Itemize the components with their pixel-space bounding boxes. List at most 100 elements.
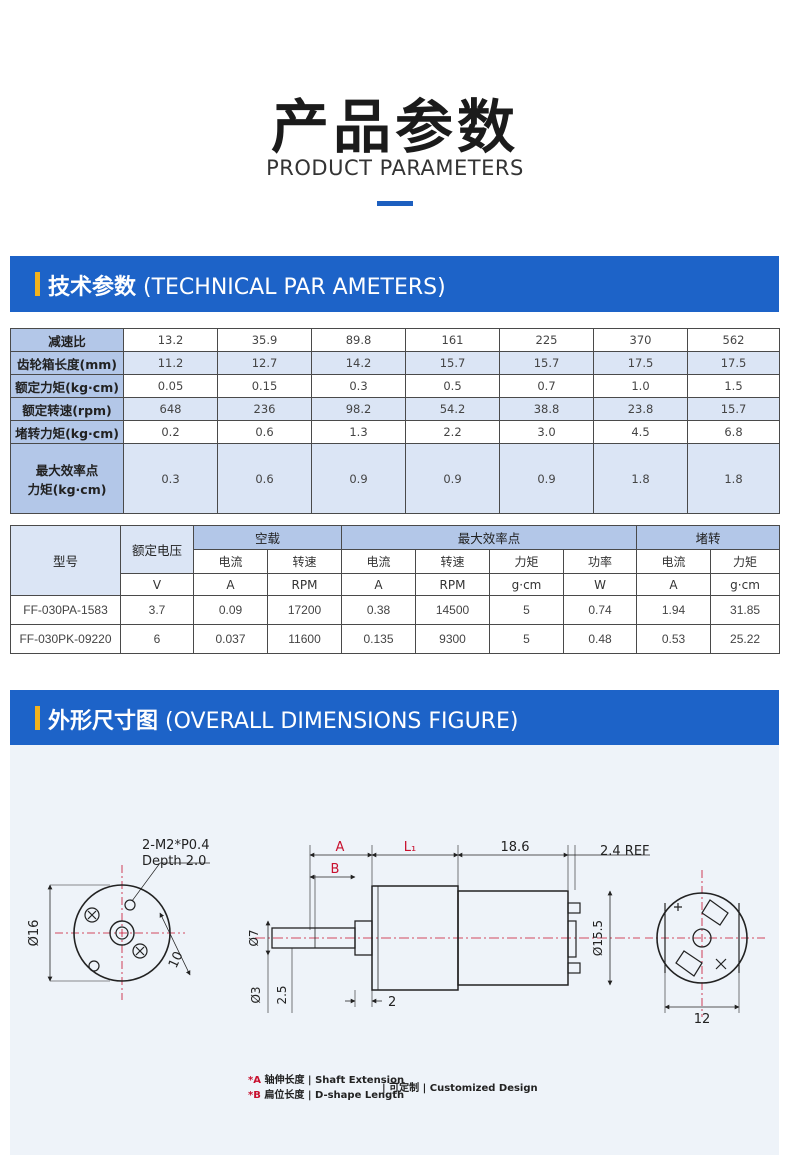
sub-header: 功率 bbox=[563, 549, 638, 574]
legend-b-mark: *B bbox=[248, 1090, 261, 1101]
table-cell: 3.0 bbox=[499, 420, 594, 444]
unit-cell: RPM bbox=[266, 573, 343, 596]
dim-2-4-ref: 2.4 REF bbox=[600, 844, 650, 859]
dim-2: 2 bbox=[388, 995, 396, 1010]
thread-note: 2-M2*P0.4 bbox=[142, 838, 209, 853]
rear-view: 12 bbox=[645, 870, 765, 1027]
dim-dia15-5: Ø15.5 bbox=[591, 920, 605, 956]
dim-2-5: 2.5 bbox=[275, 985, 289, 1004]
legend-a-text: 轴伸长度 | Shaft Extension bbox=[261, 1073, 404, 1086]
page-title: 产品参数 bbox=[270, 93, 519, 161]
table-cell: 11.2 bbox=[123, 351, 218, 375]
table-cell: 17.5 bbox=[687, 351, 780, 375]
table-cell: 0.15 bbox=[217, 374, 312, 398]
table-cell: 89.8 bbox=[311, 328, 406, 352]
table-cell: 0.5 bbox=[405, 374, 500, 398]
dim-dia3: Ø3 bbox=[249, 986, 263, 1003]
unit-cell: V bbox=[120, 573, 194, 596]
table-cell: 13.2 bbox=[123, 328, 218, 352]
sub-header: 力矩 bbox=[710, 549, 781, 574]
dim-a: A bbox=[336, 840, 345, 855]
table-cell: 225 bbox=[499, 328, 594, 352]
table-cell: 1.3 bbox=[311, 420, 406, 444]
title-underline bbox=[377, 201, 413, 206]
table-cell: 0.3 bbox=[311, 374, 406, 398]
table-cell: 15.7 bbox=[499, 351, 594, 375]
header-no-load: 空载 bbox=[192, 525, 343, 550]
table-cell: 12.7 bbox=[217, 351, 312, 375]
dim-ten: 10 bbox=[166, 949, 187, 970]
table-cell: 0.9 bbox=[405, 443, 500, 514]
header-stall: 堵转 bbox=[636, 525, 781, 550]
table-cell: 11600 bbox=[266, 624, 343, 654]
section-title-en: (TECHNICAL PAR AMETERS) bbox=[136, 275, 446, 300]
table-cell: 562 bbox=[687, 328, 780, 352]
sub-header: 电流 bbox=[193, 549, 268, 574]
legend-a-mark: *A bbox=[248, 1075, 261, 1086]
unit-cell: g·cm bbox=[710, 573, 781, 596]
table-cell: 23.8 bbox=[593, 397, 688, 421]
table-cell: 0.38 bbox=[341, 595, 417, 625]
legend-custom: | 可定制 | Customized Design bbox=[382, 1081, 538, 1094]
model-cell: FF-030PA-1583 bbox=[10, 595, 121, 625]
section-marker bbox=[35, 706, 40, 730]
header-max-eff: 最大效率点 bbox=[341, 525, 638, 550]
table-cell: 17.5 bbox=[593, 351, 688, 375]
unit-cell: A bbox=[193, 573, 268, 596]
row-label: 齿轮箱长度(mm) bbox=[10, 351, 124, 375]
table-cell: 14.2 bbox=[311, 351, 406, 375]
table-cell: 0.135 bbox=[341, 624, 417, 654]
table-cell: 1.8 bbox=[687, 443, 780, 514]
table-cell: 38.8 bbox=[499, 397, 594, 421]
table-cell: 0.53 bbox=[636, 624, 712, 654]
table-cell: 1.0 bbox=[593, 374, 688, 398]
table-cell: 54.2 bbox=[405, 397, 500, 421]
sub-header: 电流 bbox=[636, 549, 712, 574]
row-label-line: 最大效率点 bbox=[35, 462, 99, 478]
header-model: 型号 bbox=[10, 525, 121, 596]
shaft bbox=[271, 927, 356, 949]
front-view: Ø16 10 2-M2*P0.4 Depth 2.0 bbox=[27, 838, 210, 1000]
table-cell: 4.5 bbox=[593, 420, 688, 444]
section-title-cn: 技术参数 bbox=[48, 275, 137, 300]
table-cell: 0.6 bbox=[217, 420, 312, 444]
side-view: A L₁ 18.6 2.4 REF B Ø7 Ø3 2.5 2 Ø15.5 bbox=[247, 840, 650, 1013]
table-cell: 17200 bbox=[266, 595, 343, 625]
row-label: 额定力矩(kg·cm) bbox=[10, 374, 124, 398]
svg-text:*B 扁位长度 | D-shape Length: *B 扁位长度 | D-shape Length bbox=[248, 1088, 404, 1101]
terminal-plus-icon bbox=[674, 903, 682, 911]
legend-b-text: 扁位长度 | D-shape Length bbox=[261, 1088, 404, 1101]
unit-cell: A bbox=[636, 573, 712, 596]
table-cell: 3.7 bbox=[120, 595, 194, 625]
table-cell: 648 bbox=[123, 397, 218, 421]
section-dimensions-header: 外形尺寸图 (OVERALL DIMENSIONS FIGURE) bbox=[10, 690, 779, 746]
table-cell: 9300 bbox=[415, 624, 491, 654]
row-label: 最大效率点力矩(kg·cm) bbox=[10, 443, 124, 514]
table-cell: 0.05 bbox=[123, 374, 218, 398]
dim-12: 12 bbox=[694, 1012, 711, 1027]
table-cell: 5 bbox=[489, 624, 565, 654]
dim-dia7: Ø7 bbox=[247, 929, 261, 946]
row-label: 减速比 bbox=[10, 328, 124, 352]
table-cell: 15.7 bbox=[687, 397, 780, 421]
table-cell: 0.037 bbox=[193, 624, 268, 654]
dim-dia16: Ø16 bbox=[27, 920, 42, 947]
sub-header: 转速 bbox=[266, 549, 343, 574]
header-voltage: 额定电压 bbox=[120, 525, 194, 574]
table-cell: 35.9 bbox=[217, 328, 312, 352]
section-title-cn: 外形尺寸图 bbox=[48, 709, 159, 734]
model-cell: FF-030PK-09220 bbox=[10, 624, 121, 654]
depth-note: Depth 2.0 bbox=[142, 854, 206, 869]
table-cell: 1.5 bbox=[687, 374, 780, 398]
table-cell: 0.6 bbox=[217, 443, 312, 514]
table-cell: 236 bbox=[217, 397, 312, 421]
svg-text:*A 轴伸长度 | Shaft Extension: *A 轴伸长度 | Shaft Extension bbox=[248, 1073, 404, 1086]
terminal-minus-icon bbox=[715, 958, 727, 970]
